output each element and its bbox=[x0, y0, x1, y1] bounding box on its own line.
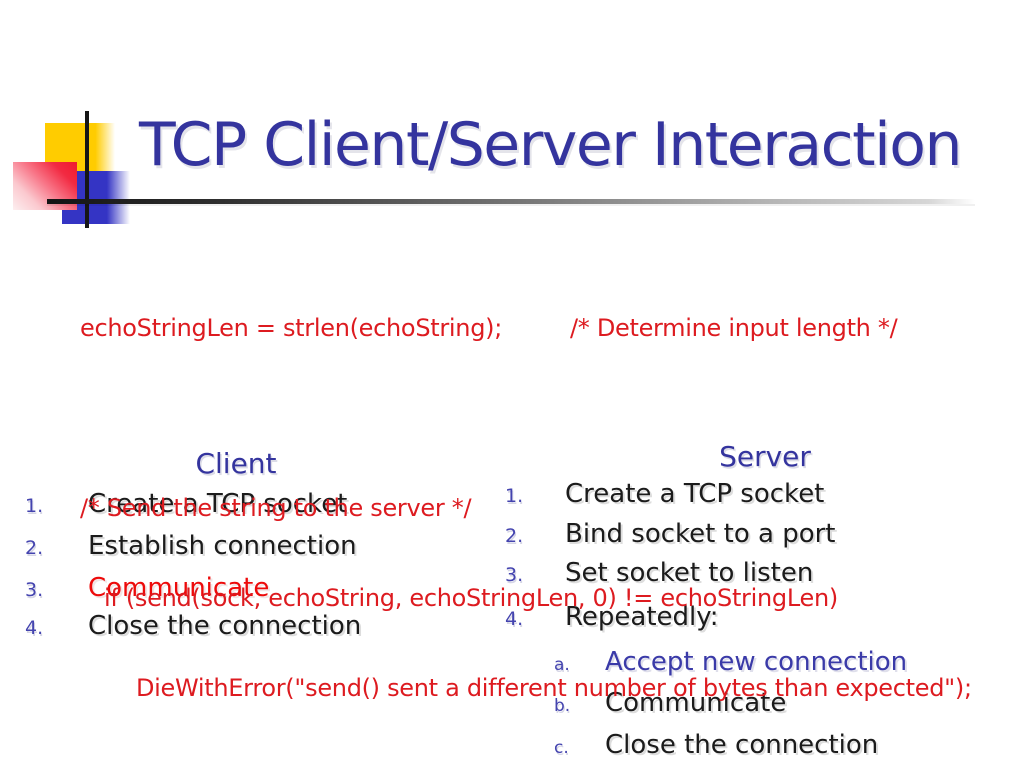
code-line-3: if (send(sock, echoString, echoStringLen… bbox=[104, 584, 838, 612]
server-sub-list-item: b. Communicate bbox=[554, 688, 786, 718]
list-item-text: Close the connection bbox=[88, 611, 362, 641]
list-marker: a. bbox=[554, 655, 570, 675]
list-item-text: Repeatedly: bbox=[565, 602, 719, 632]
list-marker: 3. bbox=[25, 579, 44, 601]
server-list-item: 2. Bind socket to a port bbox=[505, 519, 836, 549]
list-marker: 1. bbox=[25, 495, 44, 517]
list-item-text: Communicate bbox=[605, 688, 787, 718]
list-item-text: Accept new connection bbox=[605, 647, 908, 677]
client-column-heading: Client bbox=[195, 447, 277, 480]
list-item-text: Establish connection bbox=[88, 531, 357, 561]
code-line-4: DieWithError("send() sent a different nu… bbox=[136, 674, 972, 702]
list-marker: 4. bbox=[25, 617, 44, 639]
code-snippet: echoStringLen = strlen(echoString); /* De… bbox=[80, 253, 972, 763]
list-marker: 4. bbox=[505, 608, 524, 630]
server-column-heading: Server bbox=[719, 440, 811, 473]
code-statement: echoStringLen = strlen(echoString); bbox=[80, 314, 502, 342]
list-marker: c. bbox=[554, 738, 569, 758]
client-list-item: 1. Create a TCP socket bbox=[25, 489, 347, 519]
slide-title: TCP Client/Server Interaction bbox=[139, 110, 963, 180]
title-underline-rule bbox=[47, 199, 975, 204]
list-item-text: Bind socket to a port bbox=[565, 519, 836, 549]
code-inline-comment: /* Determine input length */ bbox=[570, 314, 898, 342]
list-marker: b. bbox=[554, 696, 571, 716]
code-blank-line bbox=[80, 403, 972, 433]
server-list-item: 1. Create a TCP socket bbox=[505, 479, 824, 509]
code-line-1: echoStringLen = strlen(echoString); /* De… bbox=[80, 313, 972, 343]
list-item-text: Create a TCP socket bbox=[565, 479, 825, 509]
list-item-text: Communicate bbox=[88, 573, 270, 603]
list-item-text: Create a TCP socket bbox=[88, 489, 348, 519]
list-marker: 1. bbox=[505, 485, 524, 507]
list-marker: 2. bbox=[25, 537, 44, 559]
client-list-item: 2. Establish connection bbox=[25, 531, 357, 561]
server-list-item: 4. Repeatedly: bbox=[505, 602, 719, 632]
decor-vertical-line bbox=[85, 111, 89, 228]
server-list-item: 3. Set socket to listen bbox=[505, 558, 813, 588]
list-marker: 3. bbox=[505, 564, 524, 586]
code-line-2: /* Send the string to the server */ bbox=[80, 494, 472, 522]
list-marker: 2. bbox=[505, 525, 524, 547]
client-list-item: 3. Communicate bbox=[25, 573, 269, 603]
server-sub-list-item: c. Close the connection bbox=[554, 730, 878, 760]
list-item-text: Close the connection bbox=[605, 730, 879, 760]
list-item-text: Set socket to listen bbox=[565, 558, 814, 588]
server-sub-list-item: a. Accept new connection bbox=[554, 647, 907, 677]
client-list-item: 4. Close the connection bbox=[25, 611, 361, 641]
